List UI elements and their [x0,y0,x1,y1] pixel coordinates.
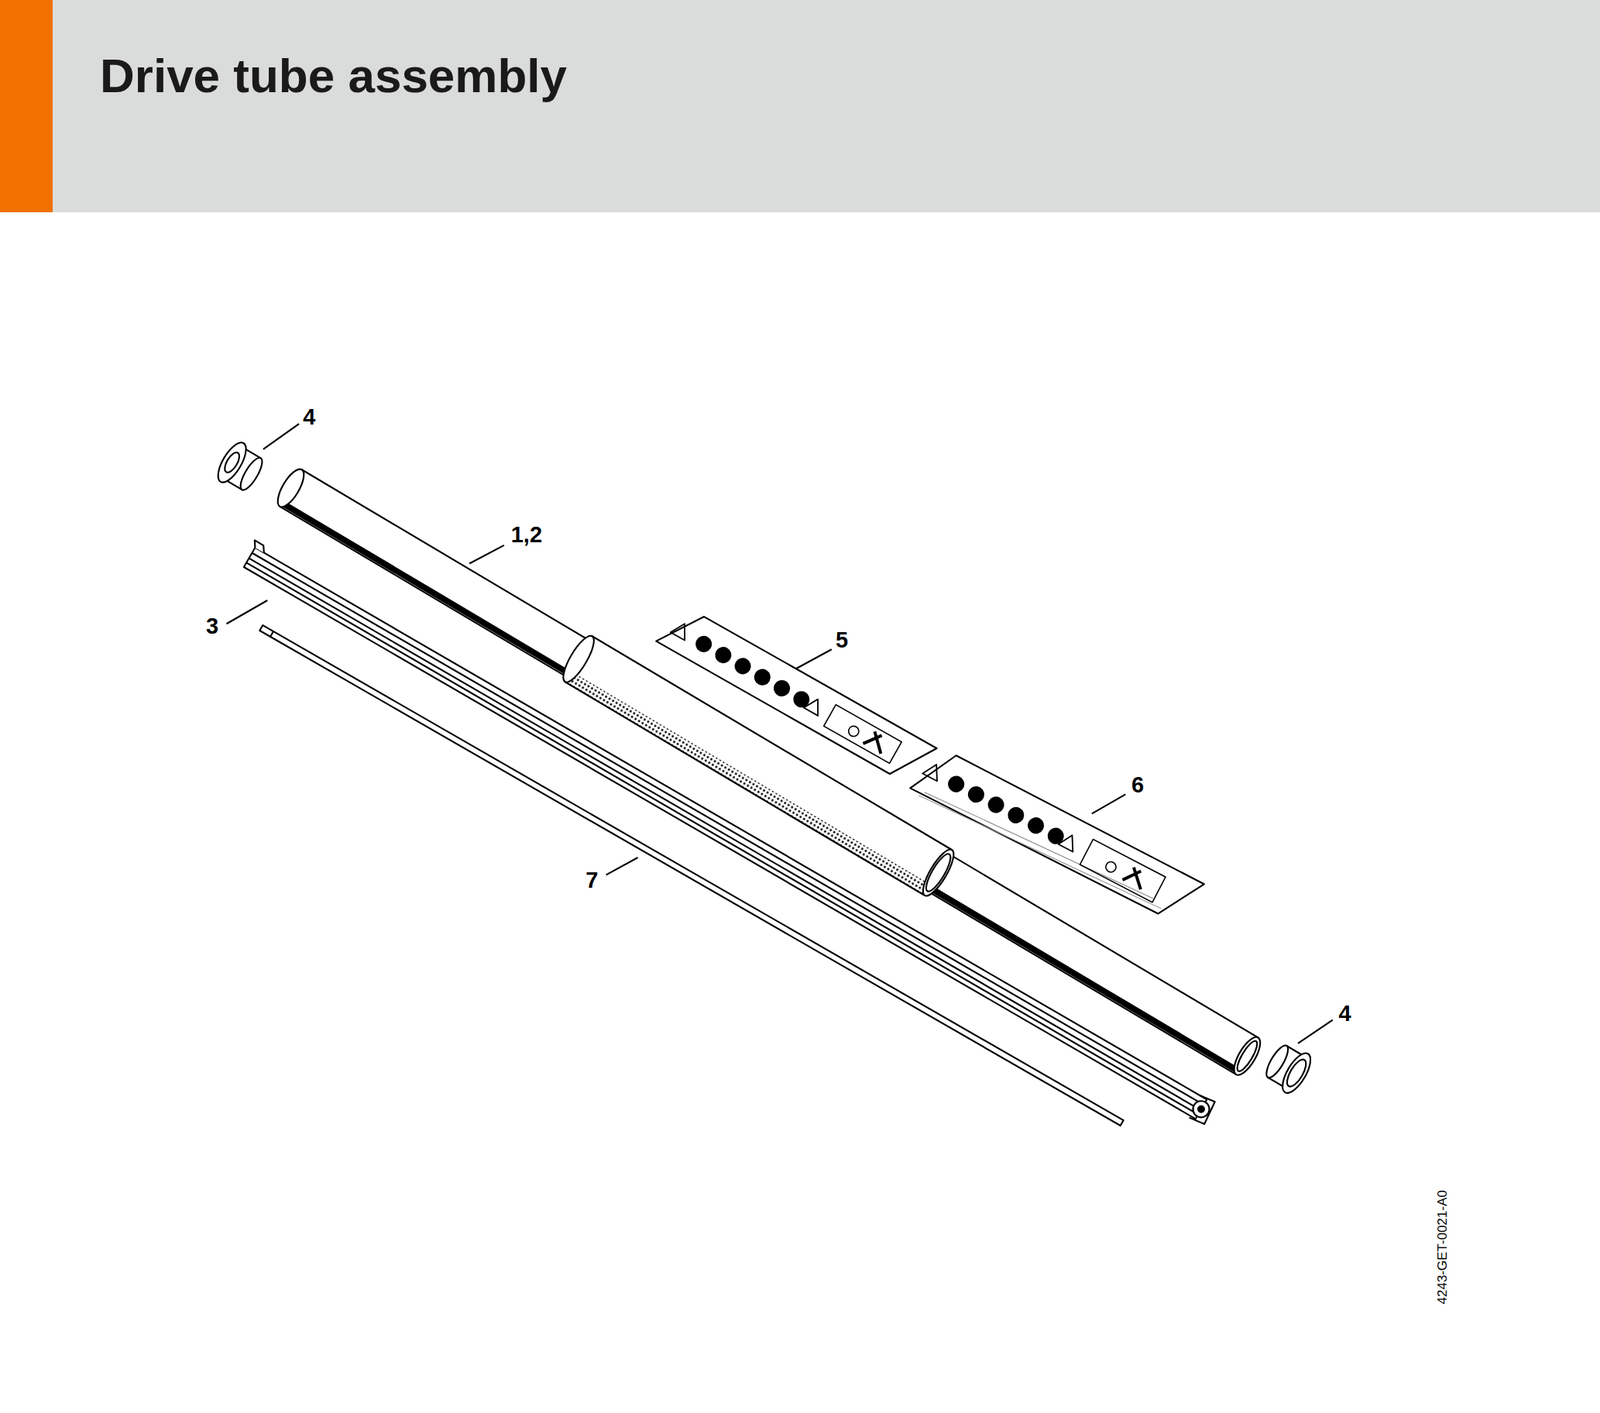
callout-number: 4 [1339,1002,1352,1025]
callout-number: 4 [302,405,316,428]
header-band [0,0,1600,213]
callout-number: 1,2 [511,523,543,546]
callout-number: 7 [585,868,598,891]
page-title: Drive tube assembly [99,48,567,104]
drawing-code: 4243-GET-0021-A0 [1435,1189,1449,1304]
header-accent [0,0,53,213]
callout-number: 3 [206,614,219,637]
callout-number: 6 [1131,773,1144,797]
callout-number: 5 [835,628,849,652]
